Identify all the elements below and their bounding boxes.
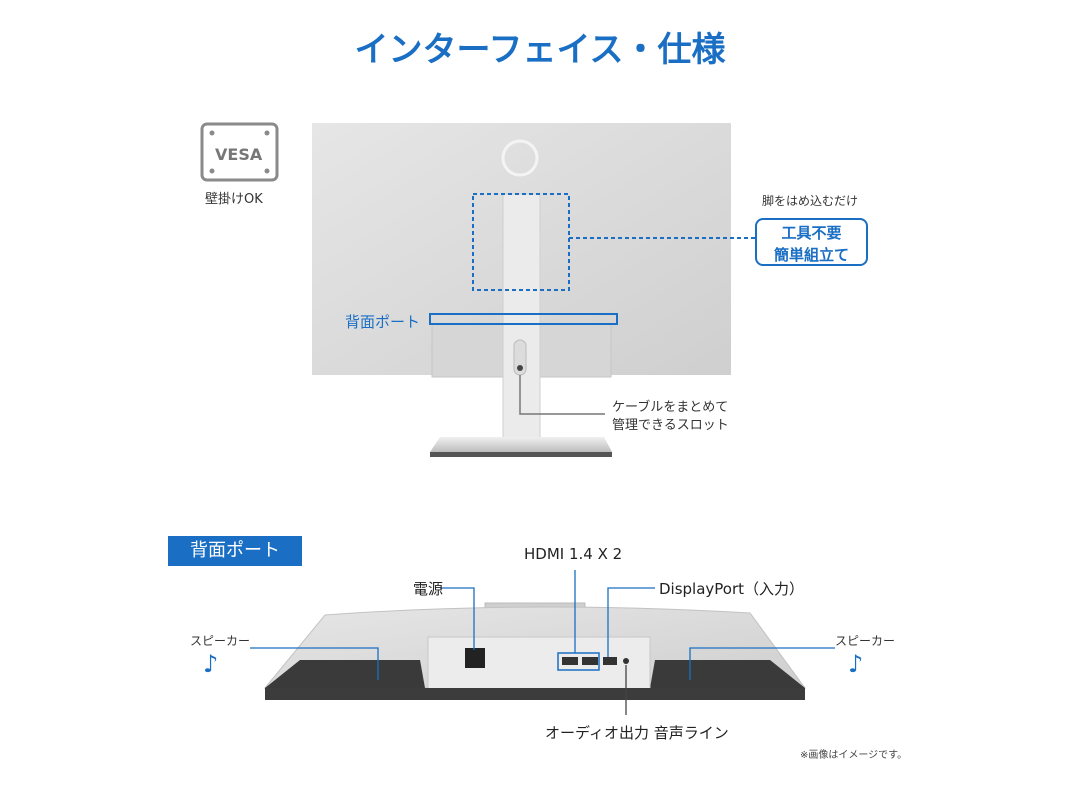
cable-slot-line-2: 管理できるスロット	[612, 418, 729, 433]
speaker-right-label: スピーカー	[835, 634, 896, 648]
vesa-icon	[200, 122, 279, 182]
speaker-left-label: スピーカー	[190, 634, 251, 648]
cable-slot-label: ケーブルをまとめて 管理できるスロット	[612, 399, 729, 435]
monitor-rear	[312, 123, 731, 457]
monitor-bottom	[263, 602, 806, 700]
music-note-icon: ♪	[848, 650, 864, 678]
dell-logo-icon	[501, 139, 539, 177]
wall-mount-label: 壁掛けOK	[205, 192, 263, 207]
callout-line-1: 工具不要	[781, 224, 842, 242]
page-title: インターフェイス・仕様	[354, 30, 726, 70]
audio-label: オーディオ出力 音声ライン	[545, 724, 729, 742]
stand-callout: 工具不要 簡単組立て	[755, 218, 868, 266]
hdmi-label: HDMI 1.4 X 2	[524, 545, 623, 563]
disclaimer: ※画像はイメージです。	[800, 750, 908, 761]
cable-slot-line-1: ケーブルをまとめて	[612, 400, 729, 415]
vesa-logo-text: VESA	[215, 145, 263, 164]
callout-line-2: 簡単組立て	[773, 246, 849, 264]
stand-highlight	[472, 193, 570, 291]
stand-caption: 脚をはめ込むだけ	[762, 194, 859, 208]
displayport-label: DisplayPort（入力）	[659, 580, 805, 598]
music-note-icon: ♪	[203, 650, 219, 678]
rear-port-label: 背面ポート	[345, 313, 421, 331]
rear-port-highlight	[429, 313, 618, 325]
power-label: 電源	[413, 580, 444, 598]
section-label: 背面ポート	[168, 536, 302, 566]
